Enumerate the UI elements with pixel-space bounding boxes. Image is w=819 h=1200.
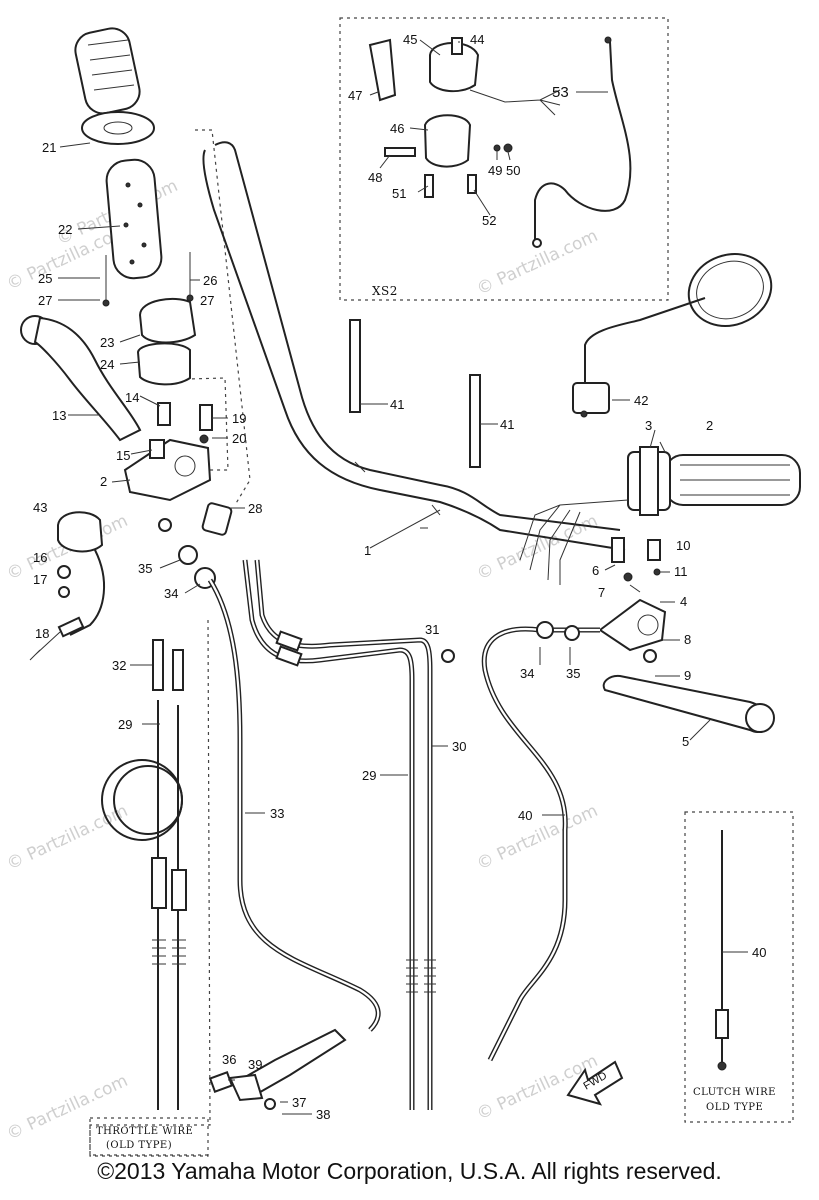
throttle-housing (102, 252, 197, 386)
throttle-wire-old (101, 639, 187, 1110)
callout-40: 40 (752, 945, 766, 960)
throttle-label-box (89, 1117, 209, 1157)
callout-14: 14 (125, 390, 139, 405)
callout-22: 22 (58, 222, 72, 237)
callout-36: 36 (222, 1052, 236, 1067)
callout-4: 4 (680, 594, 687, 609)
callout-29: 29 (362, 768, 376, 783)
callout-13: 13 (52, 408, 66, 423)
callout-44: 44 (470, 32, 484, 47)
callout-10: 10 (676, 538, 690, 553)
callout-27: 27 (200, 293, 214, 308)
throttle-wire-sublabel: (OLD TYPE) (106, 1140, 172, 1151)
callout-32: 32 (112, 658, 126, 673)
part-41a (349, 319, 361, 413)
clutch-lever-assembly (598, 537, 775, 733)
mirror (572, 253, 773, 418)
watermark: © Partzilla.com (474, 511, 601, 585)
callout-7: 7 (598, 585, 605, 600)
callout-52: 52 (482, 213, 496, 228)
callout-2: 2 (100, 474, 107, 489)
callout-19: 19 (232, 411, 246, 426)
stop-switch (29, 511, 106, 661)
callout-26: 26 (203, 273, 217, 288)
xs2-box (339, 17, 669, 301)
callout-46: 46 (390, 121, 404, 136)
callout-21: 21 (42, 140, 56, 155)
callout-17: 17 (33, 572, 47, 587)
watermark: © Partzilla.com (474, 801, 601, 875)
copyright-notice: ©2013 Yamaha Motor Corporation, U.S.A. A… (97, 1158, 722, 1184)
cable-grommet (178, 545, 198, 565)
leader-lines (58, 39, 748, 1115)
callout-43: 43 (33, 500, 47, 515)
washer (158, 518, 172, 532)
callout-40: 40 (518, 808, 532, 823)
callout-53: 53 (552, 84, 569, 101)
callout-39: 39 (248, 1057, 262, 1072)
watermark: © Partzilla.com (474, 226, 601, 300)
callout-37: 37 (292, 1095, 306, 1110)
callout-28: 28 (248, 501, 262, 516)
callout-47: 47 (348, 88, 362, 103)
handlebar (202, 141, 626, 551)
callout-2: 2 (706, 418, 713, 433)
callout-23: 23 (100, 335, 114, 350)
callout-33: 33 (270, 806, 284, 821)
watermark: © Partzilla.com (4, 801, 131, 875)
callout-41: 41 (390, 397, 404, 412)
callout-34: 34 (164, 586, 178, 601)
callout-5: 5 (682, 734, 689, 749)
callout-8: 8 (684, 632, 691, 647)
callout-18: 18 (35, 626, 49, 641)
callout-25: 25 (38, 271, 52, 286)
clutch-wire-sublabel: OLD TYPE (706, 1102, 763, 1113)
xs2-switch-parts (368, 36, 632, 248)
throttle-wire-old-type-box (89, 619, 211, 1156)
callout-24: 24 (100, 357, 114, 372)
choke-cable (207, 578, 381, 1110)
callout-49: 49 (488, 163, 502, 178)
callout-42: 42 (634, 393, 648, 408)
clutch-wire-old-type-box (684, 811, 794, 1123)
callout-38: 38 (316, 1107, 330, 1122)
clutch-wire-old (715, 830, 729, 1071)
callout-11: 11 (674, 564, 688, 579)
callout-9: 9 (684, 668, 691, 683)
callout-35: 35 (138, 561, 152, 576)
xs2-label: XS2 (372, 284, 398, 298)
callout-1: 1 (364, 543, 371, 558)
clutch-wire-label: CLUTCH WIRE (693, 1087, 776, 1098)
callout-48: 48 (368, 170, 382, 185)
throttle-wire-label: THROTTLE WIRE (96, 1126, 193, 1137)
callout-51: 51 (392, 186, 406, 201)
callout-20: 20 (232, 431, 246, 446)
left-grip (74, 27, 163, 280)
part-41b (469, 374, 481, 468)
callout-3: 3 (645, 418, 652, 433)
callout-30: 30 (452, 739, 466, 754)
right-grip (627, 446, 801, 516)
callout-6: 6 (592, 563, 599, 578)
throttle-cables (242, 559, 455, 1110)
callout-50: 50 (506, 163, 520, 178)
part-28 (201, 502, 233, 536)
switch-wires (519, 499, 629, 585)
callout-29: 29 (118, 717, 132, 732)
callout-31: 31 (425, 622, 439, 637)
brake-lever-assembly (20, 315, 213, 502)
callout-45: 45 (403, 32, 417, 47)
clutch-cable (481, 621, 600, 1062)
callout-41: 41 (500, 417, 514, 432)
callout-27: 27 (38, 293, 52, 308)
callout-numbers: 1 2 2 3 4 5 6 7 8 9 10 11 13 14 15 16 17… (33, 32, 766, 1122)
callout-16: 16 (33, 550, 47, 565)
callout-34: 34 (520, 666, 534, 681)
callout-15: 15 (116, 448, 130, 463)
callout-35: 35 (566, 666, 580, 681)
